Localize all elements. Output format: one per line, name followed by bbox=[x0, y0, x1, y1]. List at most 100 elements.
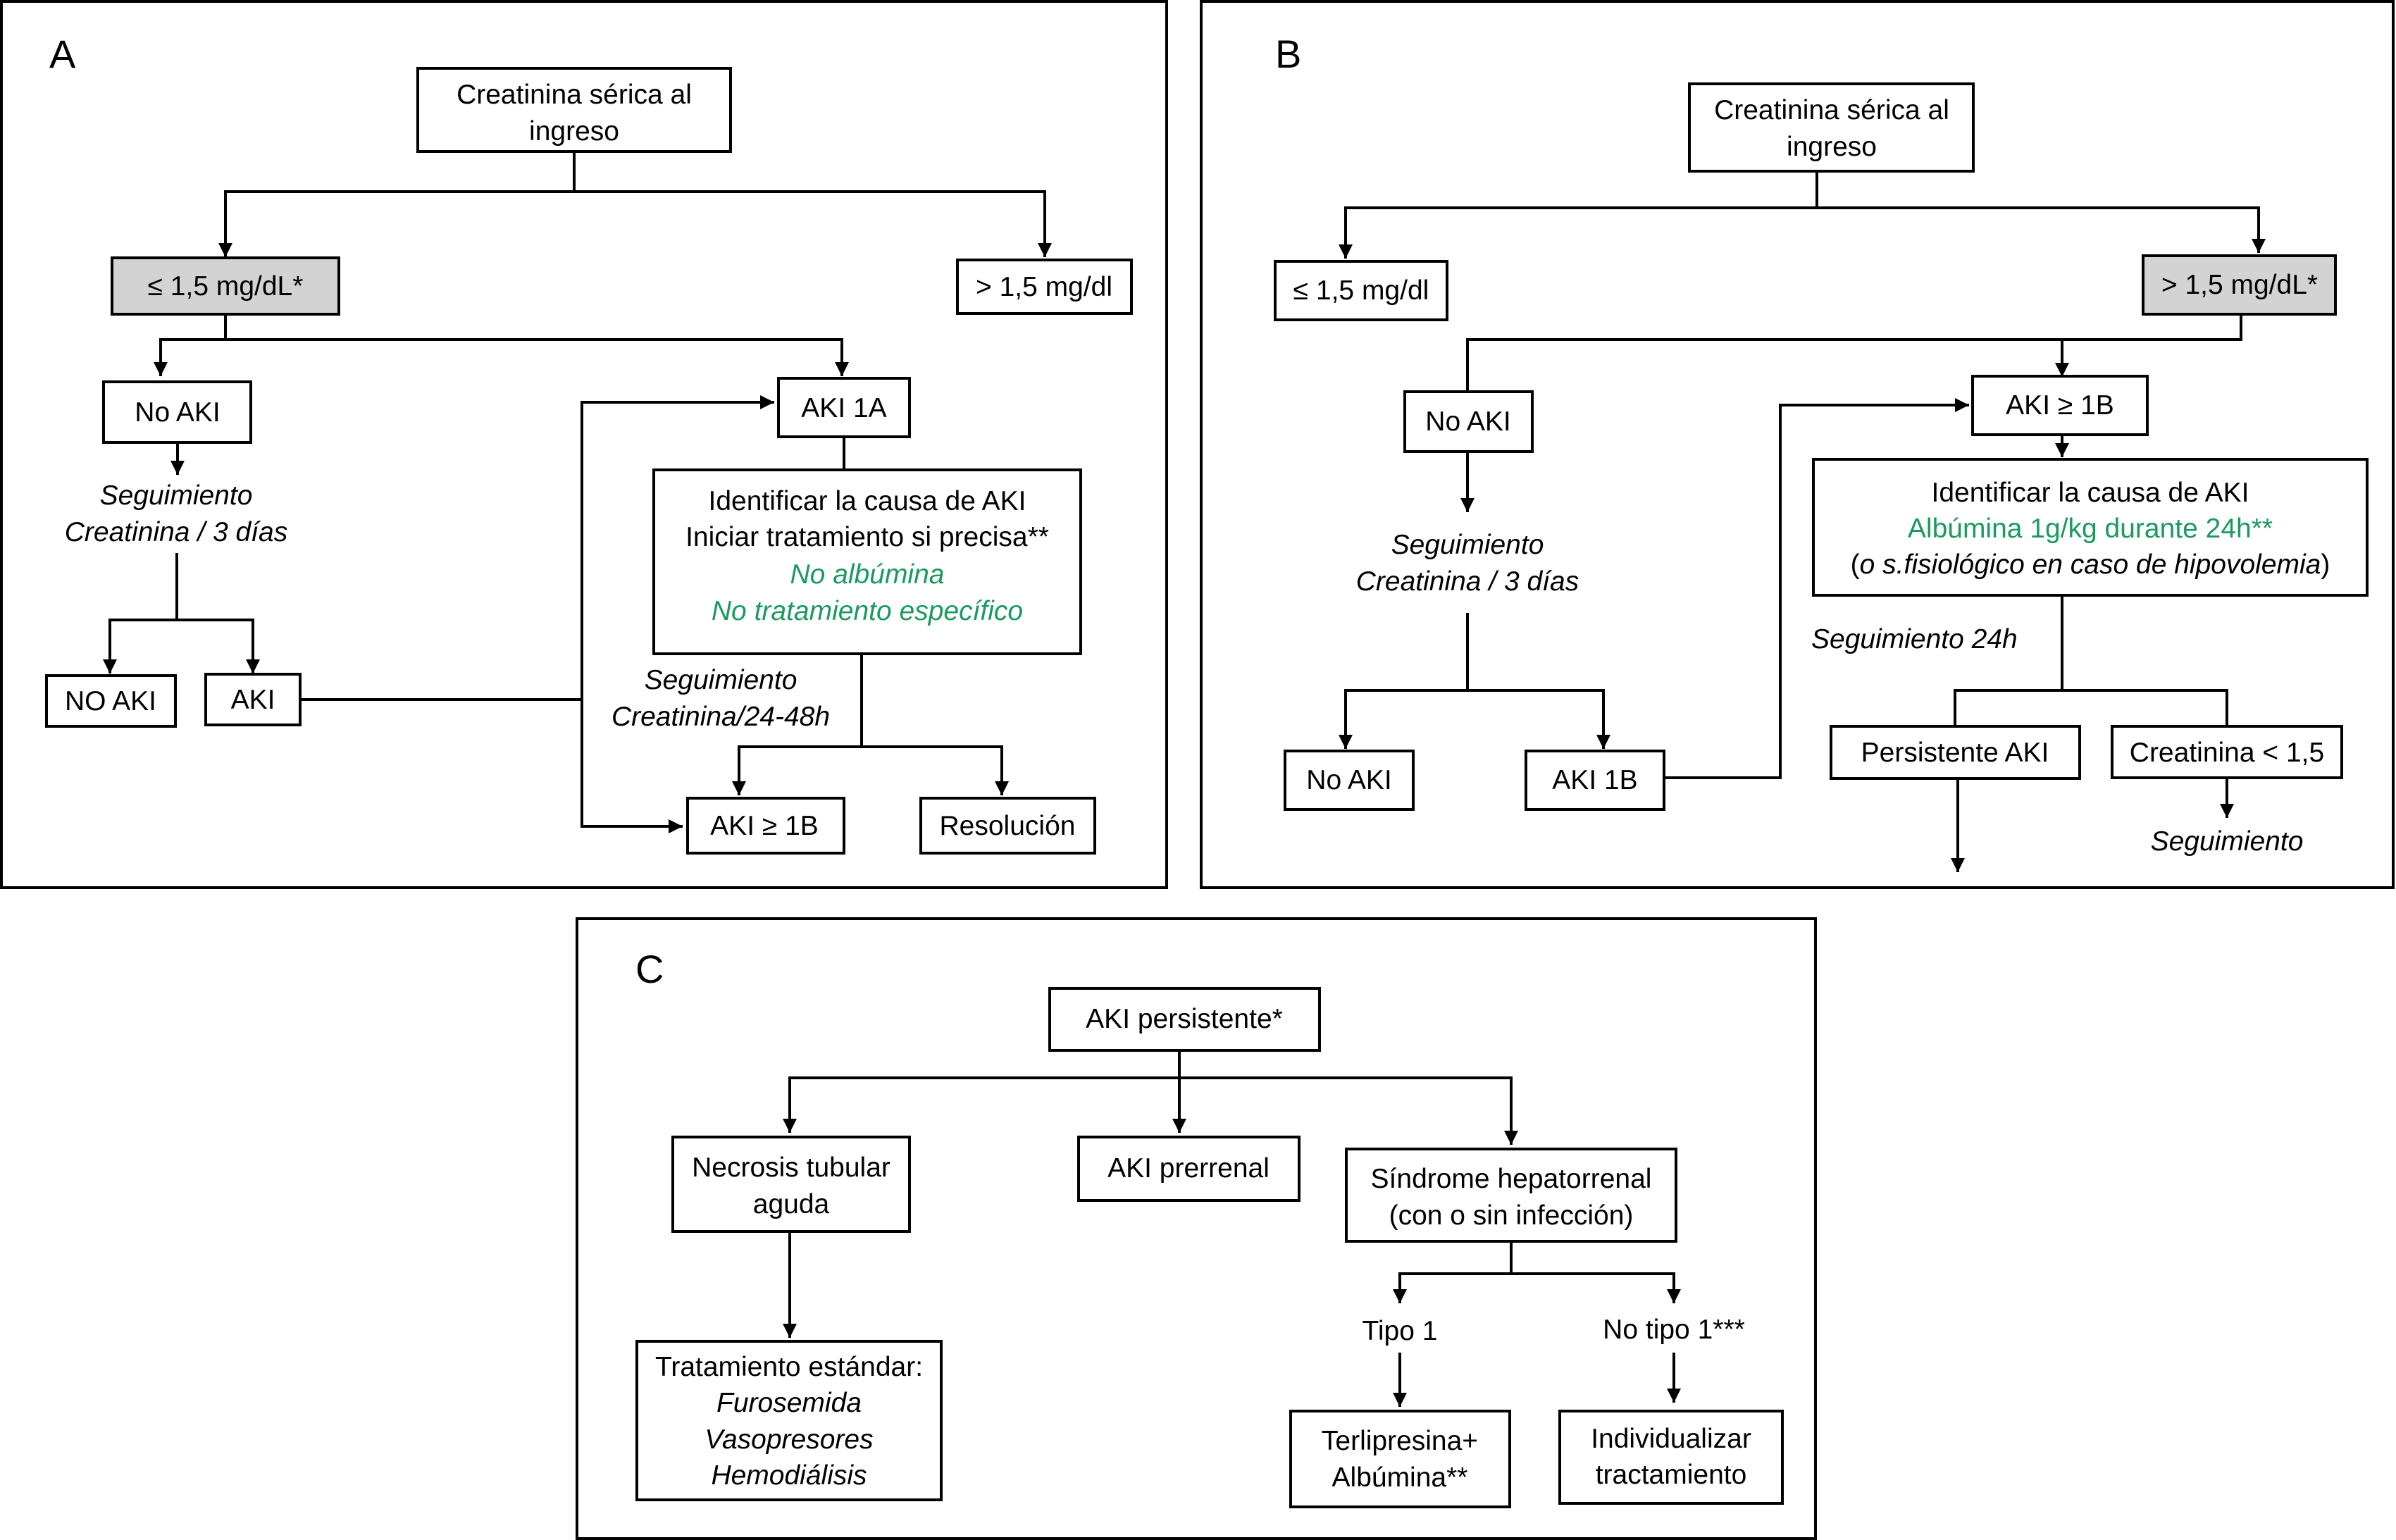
a-no-aki-box bbox=[102, 380, 252, 444]
c-standard-item-1: Furosemida bbox=[716, 1388, 862, 1418]
panel-c: C AKI persistente* Necrosis tubular agud… bbox=[576, 917, 1817, 1540]
c-atn-line1: Necrosis tubular bbox=[692, 1153, 890, 1183]
a-no-aki-label: No AKI bbox=[135, 397, 220, 428]
a-aki-box bbox=[204, 673, 302, 726]
a-serum-creatinine-box bbox=[416, 67, 732, 153]
b-persistent-box bbox=[1830, 725, 2081, 780]
c-atn-line2: aguda bbox=[753, 1189, 830, 1219]
a-le-15-box bbox=[111, 256, 340, 316]
c-standard-item-3: Hemodiálisis bbox=[711, 1460, 867, 1491]
b-follow-label: Seguimiento bbox=[2151, 826, 2304, 857]
c-terlipressin-line1: Terlipresina+ bbox=[1322, 1426, 1478, 1456]
c-terlipressin-line2: Albúmina** bbox=[1332, 1463, 1468, 1493]
b-connector-follow-right bbox=[1467, 689, 1610, 749]
a-resolution-box bbox=[919, 797, 1096, 855]
b-connector-top-right bbox=[1817, 206, 2266, 253]
a-connector-aki-to-ge1b bbox=[581, 700, 683, 833]
b-connector-mid-split bbox=[1466, 314, 2242, 392]
c-not-type1-label: No tipo 1*** bbox=[1603, 1315, 1745, 1345]
a-follow-up-2-line2: Creatinina/24-48h bbox=[612, 702, 830, 732]
a-follow-up-2-line1: Seguimiento bbox=[645, 665, 797, 695]
a-le-15-label: ≤ 1,5 mg/dL* bbox=[148, 271, 304, 302]
b-serum-creatinine-box bbox=[1688, 82, 1975, 173]
a-aki-label: AKI bbox=[231, 685, 275, 715]
a-resolution-label: Resolución bbox=[940, 811, 1076, 841]
c-connector-hrs-split bbox=[1393, 1241, 1513, 1303]
panel-c-frame bbox=[576, 917, 1817, 1540]
b-follow-24h-label: Seguimiento 24h bbox=[1811, 624, 2018, 654]
a-serum-creatinine-line1: Creatinina sérica al bbox=[457, 80, 692, 110]
b-le-15-box bbox=[1274, 260, 1448, 321]
b-gt-15-box bbox=[2142, 254, 2337, 316]
b-aki-ge-1b-box bbox=[1971, 375, 2149, 436]
panel-b-frame bbox=[1200, 0, 2395, 889]
panel-b-label: B bbox=[1275, 32, 1301, 76]
b-saline-close: ) bbox=[2321, 549, 2330, 580]
c-hrs-line2: (con o sin infección) bbox=[1389, 1200, 1634, 1231]
b-identify-label: Identificar la causa de AKI bbox=[1932, 478, 2249, 508]
a-no-aki-caps-label: NO AKI bbox=[65, 686, 156, 716]
a-aki-ge-1b-box bbox=[686, 797, 845, 855]
b-follow-up-line2: Creatinina / 3 días bbox=[1356, 566, 1579, 597]
panel-b: B Creatinina sérica al ingreso ≤ 1,5 mg/… bbox=[1200, 0, 2395, 889]
b-serum-creatinine-line2: ingreso bbox=[1787, 132, 1877, 162]
a-connector-to-aki1a bbox=[225, 338, 849, 376]
b-aki-ge-1b-label: AKI ≥ 1B bbox=[2006, 390, 2114, 421]
a-identify-green-line2: No tratamiento específico bbox=[712, 596, 1023, 626]
a-no-aki-caps-box bbox=[45, 674, 177, 728]
a-gt-15-label: > 1,5 mg/dl bbox=[976, 272, 1112, 302]
a-identify-green-line1: No albúmina bbox=[790, 559, 945, 590]
c-connector-top-right bbox=[1179, 1076, 1518, 1145]
a-aki-1a-label: AKI 1A bbox=[801, 393, 886, 423]
a-connector-follow-split bbox=[103, 553, 178, 673]
panel-a-frame bbox=[0, 0, 1168, 889]
b-no-aki-label: No AKI bbox=[1425, 406, 1510, 437]
b-creat-lt-box bbox=[2111, 725, 2343, 779]
a-follow-up-line2: Creatinina / 3 días bbox=[65, 517, 288, 547]
b-gt-15-label: > 1,5 mg/dL* bbox=[2161, 270, 2318, 300]
c-standard-tx-box bbox=[635, 1340, 943, 1501]
b-connector-follow-split bbox=[1339, 613, 1469, 749]
c-prerenal-box bbox=[1077, 1136, 1301, 1202]
b-le-15-label: ≤ 1,5 mg/dl bbox=[1293, 275, 1429, 306]
c-connector-hrs-right bbox=[1511, 1272, 1681, 1303]
a-identify-line2: Iniciar tratamiento si precisa** bbox=[685, 522, 1049, 552]
b-saline-open: ( bbox=[1851, 549, 1860, 580]
a-connector-follow-right bbox=[177, 619, 260, 673]
c-individualize-line1: Individualizar bbox=[1591, 1424, 1751, 1454]
a-connector-le-split bbox=[154, 314, 227, 376]
c-terlipressin-box bbox=[1289, 1410, 1511, 1508]
b-identify-box bbox=[1812, 458, 2369, 597]
b-serum-creatinine-line1: Creatinina sérica al bbox=[1714, 95, 1949, 125]
b-creat-lt-label: Creatinina < 1,5 bbox=[2130, 738, 2324, 768]
a-aki-1a-box bbox=[777, 377, 911, 438]
b-saline-italic: o s.fisiológico en caso de hipovolemia bbox=[1860, 549, 2321, 580]
panel-a: A Creatinina sérica al ingreso ≤ 1,5 mg/… bbox=[0, 0, 1168, 889]
a-identify-box bbox=[652, 468, 1082, 655]
b-aki-1b-box bbox=[1525, 750, 1665, 811]
b-albumin-label: Albúmina 1g/kg durante 24h** bbox=[1908, 514, 2273, 544]
a-gt-15-box bbox=[956, 259, 1133, 315]
b-connector-to-creat bbox=[2062, 689, 2228, 726]
a-serum-creatinine-line2: ingreso bbox=[529, 116, 619, 147]
c-standard-item-2: Vasopresores bbox=[704, 1424, 873, 1455]
b-no-aki-2-box bbox=[1284, 750, 1415, 811]
a-connector-top-split bbox=[218, 151, 576, 257]
panel-a-label: A bbox=[49, 32, 76, 76]
c-atn-box bbox=[671, 1136, 911, 1233]
b-connector-top-split bbox=[1339, 171, 1818, 259]
c-individualize-line2: tractamiento bbox=[1596, 1460, 1747, 1490]
b-follow-up-line1: Seguimiento bbox=[1391, 530, 1544, 560]
c-aki-persistent-label: AKI persistente* bbox=[1086, 1004, 1283, 1034]
a-follow-up-line1: Seguimiento bbox=[100, 480, 253, 511]
a-identify-line1: Identificar la causa de AKI bbox=[709, 486, 1026, 516]
b-connector-identify-down bbox=[1954, 595, 2063, 726]
a-connector-to-resolution bbox=[739, 745, 1009, 795]
a-connector-aki-loop bbox=[300, 395, 774, 701]
b-no-aki-box bbox=[1403, 390, 1534, 453]
b-no-aki-2-label: No AKI bbox=[1306, 765, 1391, 795]
a-aki-ge-1b-label: AKI ≥ 1B bbox=[710, 811, 819, 841]
c-hrs-box bbox=[1345, 1148, 1677, 1243]
c-prerenal-label: AKI prerrenal bbox=[1107, 1153, 1270, 1184]
